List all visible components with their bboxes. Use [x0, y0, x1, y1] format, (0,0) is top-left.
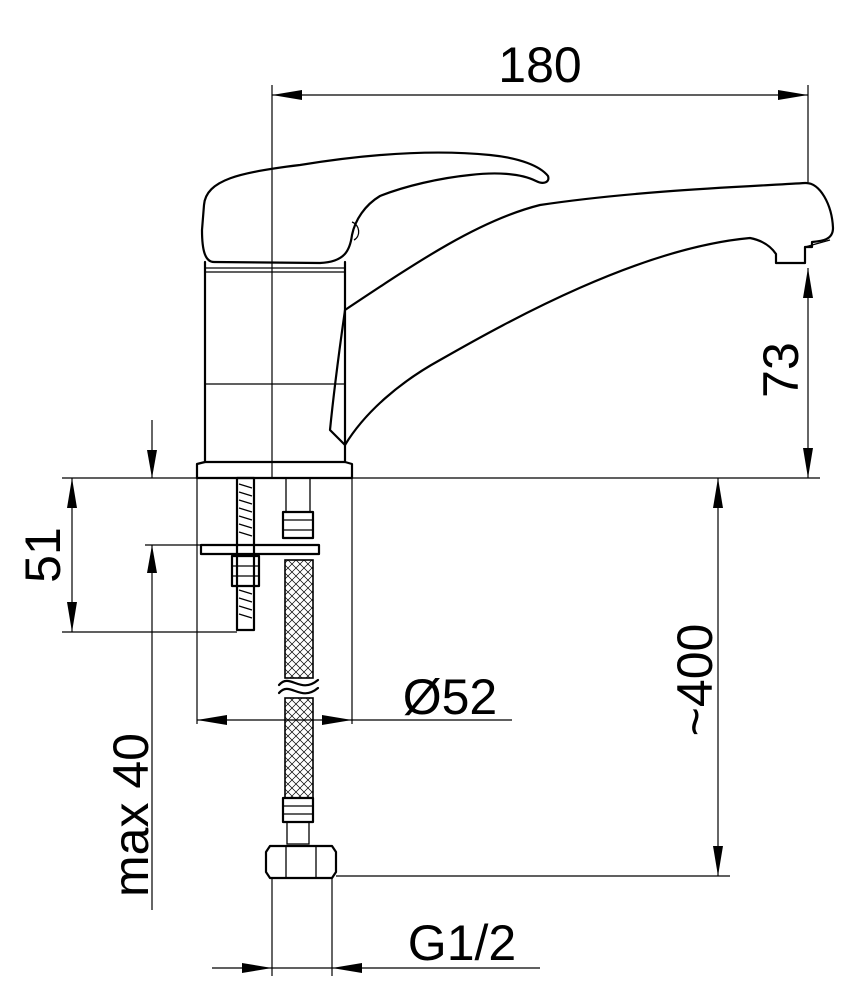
- faucet-body: [195, 260, 354, 480]
- dimension-label-mount-thickness: 51: [15, 527, 71, 583]
- faucet-lever-handle: [200, 151, 550, 265]
- dimension-mount-thickness: [62, 477, 237, 633]
- dimension-label-spout-reach: 180: [498, 37, 581, 93]
- hose-nut: [264, 844, 338, 880]
- dimension-spout-height: [345, 268, 820, 479]
- dimension-countertop-max: [145, 420, 201, 910]
- supply-hose: [277, 477, 320, 845]
- dimension-label-connection-thread: G1/2: [408, 915, 516, 971]
- dimension-label-spout-height: 73: [753, 342, 809, 398]
- dimension-connection-thread: [212, 878, 540, 976]
- dimension-label-base-diameter: Ø52: [403, 669, 498, 725]
- dimension-spout-reach: [271, 85, 809, 478]
- faucet-spout: [328, 181, 835, 447]
- dimension-label-countertop-max: max 40: [103, 733, 159, 897]
- dimension-label-hose-length: ~400: [667, 624, 723, 737]
- dimension-hose-length: [336, 478, 730, 877]
- dimension-base-diameter: [196, 478, 512, 725]
- mounting-plate: [199, 543, 321, 588]
